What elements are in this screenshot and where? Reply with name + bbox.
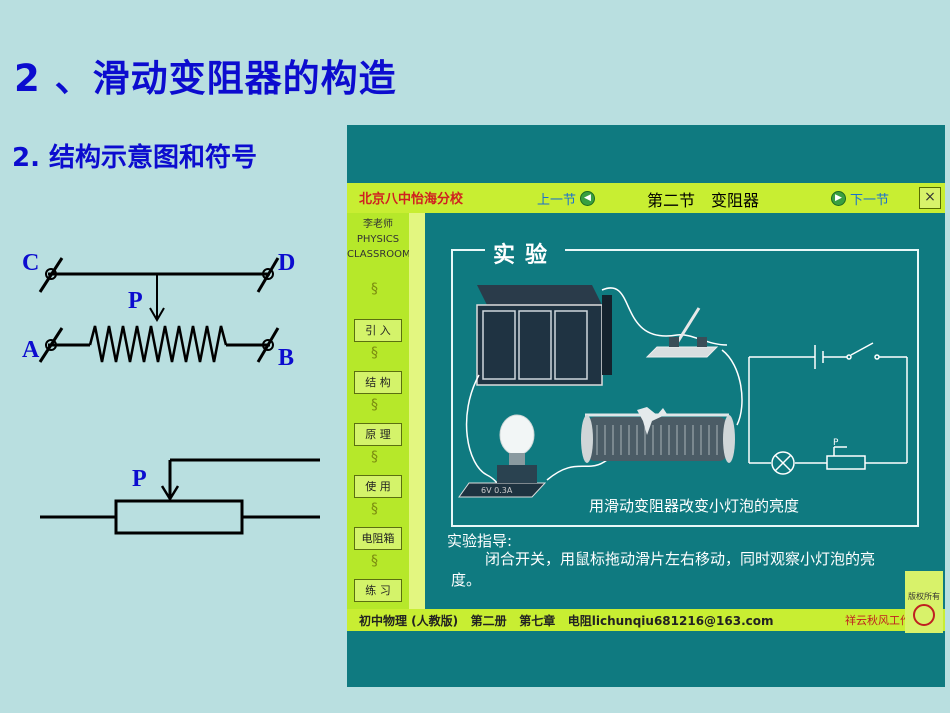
teacher-name: 李老师 (363, 219, 393, 230)
bulb-rating-label: 6V 0.3A (481, 486, 513, 495)
rheostat-symbol-diagram (40, 458, 320, 535)
guide-heading: 实验指导: (447, 532, 513, 550)
next-label: 下一节 (850, 193, 890, 208)
rheostat-structure-diagram (38, 257, 280, 363)
school-logo: 北京八中怡海分校 (359, 192, 464, 207)
teacher-line-classroom: CLASSROOM (347, 249, 411, 260)
back-arrow-icon: ◀ (580, 191, 596, 206)
experiment-caption: 用滑动变阻器改变小灯泡的亮度 (589, 497, 800, 515)
nav-item-resistance-box[interactable]: 电阻箱 (354, 527, 402, 550)
experiment-apparatus: 6V 0.3A (458, 285, 908, 498)
copyright-label: 版权所有 (908, 592, 940, 601)
knife-switch-icon (645, 307, 719, 358)
terminal-c-label: C (22, 250, 40, 276)
prev-section-button[interactable]: 上一节 ◀ (537, 189, 596, 208)
nav-item-intro[interactable]: 引 入 (354, 319, 402, 342)
spiral-icon: § (371, 397, 378, 413)
terminal-b-label: B (278, 345, 295, 371)
forward-arrow-icon: ▶ (831, 191, 846, 206)
experiment-title: 实验 (485, 237, 566, 269)
sliding-rheostat-icon[interactable] (581, 407, 735, 463)
experiment-stage (451, 249, 919, 527)
battery-pack-icon (476, 285, 612, 386)
nav-item-usage[interactable]: 使 用 (354, 475, 402, 498)
section-title: 第二节 变阻器 (647, 191, 760, 210)
nav-item-exercise[interactable]: 练 习 (354, 579, 402, 602)
prev-label: 上一节 (537, 193, 577, 208)
guide-text: 闭合开关，用鼠标拖动滑片左右移动，同时观察小灯泡的亮度。 (451, 550, 876, 589)
nav-item-principle[interactable]: 原 理 (354, 423, 402, 446)
slide-subtitle: 2. 结构示意图和符号 (12, 143, 258, 173)
terminal-a-label: A (22, 337, 40, 363)
sidebar-edge (409, 213, 425, 611)
next-section-button[interactable]: ▶ 下一节 (831, 189, 889, 208)
studio-credit: 祥云秋风工作室 (845, 614, 922, 627)
course-info: 初中物理 (人教版) 第二册 第七章 电阻lichunqiu681216@163… (359, 614, 774, 628)
spiral-icon: § (371, 345, 378, 361)
terminal-d-label: D (278, 250, 296, 276)
teacher-badge: 李老师 PHYSICS CLASSROOM (347, 217, 411, 262)
spiral-icon: § (371, 281, 378, 297)
app-toolbar: 北京八中怡海分校 上一节 ◀ 第二节 变阻器 ▶ 下一节 × (347, 183, 945, 213)
circuit-schematic (748, 342, 908, 475)
spiral-icon: § (371, 553, 378, 569)
copyright-box: 版权所有 (905, 571, 943, 633)
slide-title: 2 、滑动变阻器的构造 (14, 57, 397, 100)
close-button[interactable]: × (919, 187, 941, 209)
teacher-line-physics: PHYSICS (356, 234, 400, 245)
slider-p-label: P (128, 288, 143, 314)
symbol-p-label: P (132, 466, 147, 492)
status-bar: 初中物理 (人教版) 第二册 第七章 电阻lichunqiu681216@163… (347, 609, 945, 631)
sidebar: 李老师 PHYSICS CLASSROOM § 引 入 § 结 构 § 原 理 … (347, 213, 411, 611)
spiral-icon: § (371, 501, 378, 517)
spiral-icon: § (371, 449, 378, 465)
schematic-p-label: P (833, 438, 839, 448)
light-bulb-icon: 6V 0.3A (458, 414, 547, 498)
physics-app-window: 北京八中怡海分校 上一节 ◀ 第二节 变阻器 ▶ 下一节 × 李老师 PHYSI… (347, 125, 945, 687)
nav-item-structure[interactable]: 结 构 (354, 371, 402, 394)
seal-icon (913, 604, 935, 626)
